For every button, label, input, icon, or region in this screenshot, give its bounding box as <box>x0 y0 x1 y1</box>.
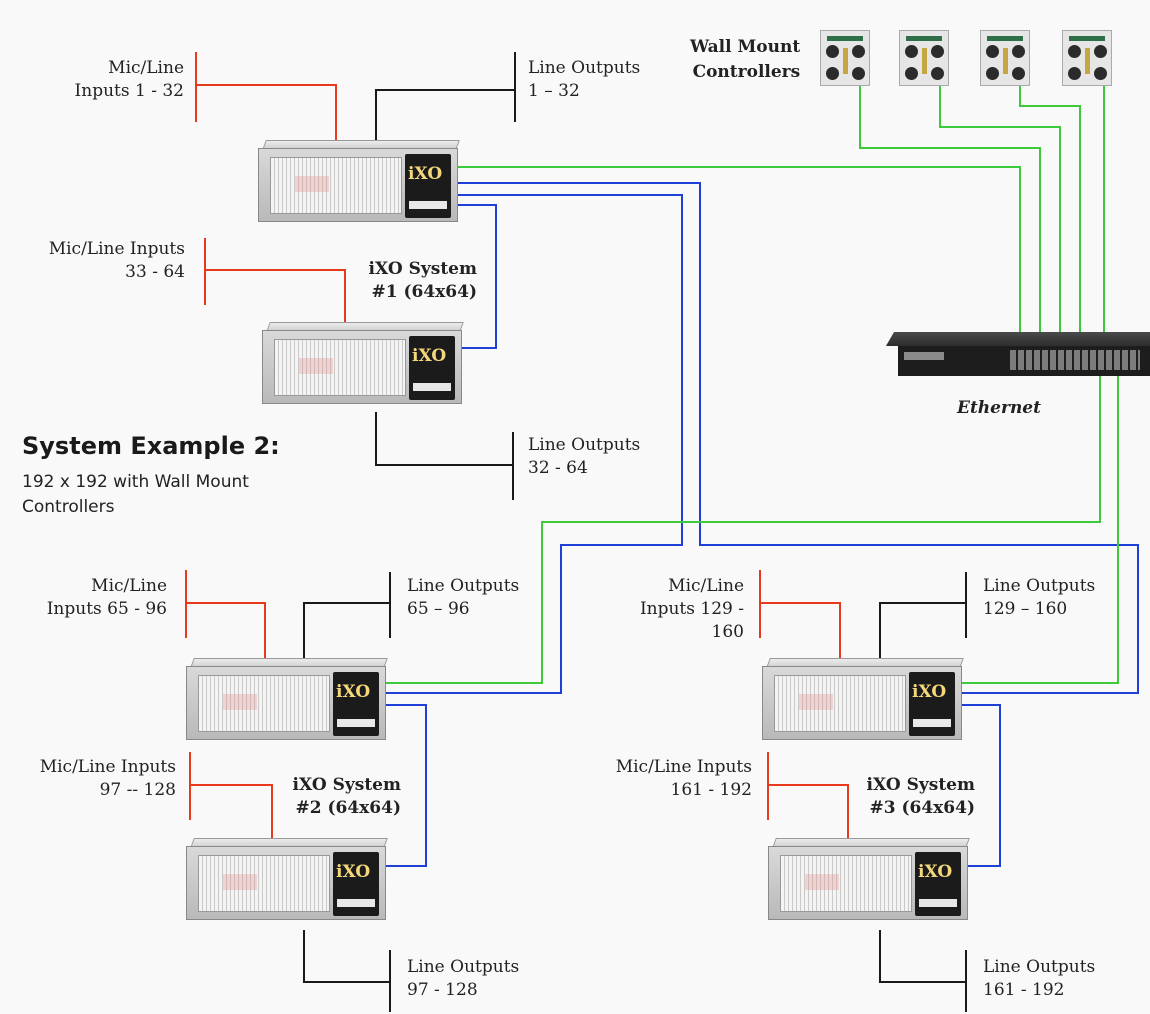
output-wire <box>303 602 390 660</box>
label-line: Inputs 65 - 96 <box>46 599 167 619</box>
sys1-inputs-a-label: Mic/Line Inputs 1 - 32 <box>75 57 184 103</box>
sys3-outputs-a-label: Line Outputs 129 – 160 <box>983 575 1095 621</box>
label-line: 129 – 160 <box>983 599 1068 619</box>
sys3-inputs-b-label: Mic/Line Inputs 161 - 192 <box>616 756 752 802</box>
sys3-outputs-b-label: Line Outputs 161 - 192 <box>983 956 1095 1002</box>
input-wire <box>190 784 273 842</box>
label-line: iXO System <box>292 775 401 795</box>
ixo-brand: iXO <box>412 346 447 366</box>
label-line: Line Outputs <box>407 957 520 977</box>
label-line: Line Outputs <box>983 957 1096 977</box>
label-line: 161 - 192 <box>670 780 752 800</box>
label-line: Line Outputs <box>528 435 641 455</box>
label-line: 97 - 128 <box>407 980 478 1000</box>
sys3-name-label: iXO System #3 (64x64) <box>867 774 975 820</box>
label-line: Mic/Line Inputs <box>615 757 752 777</box>
label-line: iXO System <box>866 775 975 795</box>
ixo-brand: iXO <box>336 862 371 882</box>
subtitle-line: Controllers <box>22 497 115 517</box>
label-line: 65 – 96 <box>407 599 470 619</box>
input-wire <box>196 84 337 145</box>
diagram-subtitle: 192 x 192 with Wall Mount Controllers <box>22 470 302 520</box>
sys2-outputs-a-label: Line Outputs 65 – 96 <box>407 575 519 621</box>
label-line: #3 (64x64) <box>869 798 975 818</box>
wall-controller <box>899 30 949 86</box>
ixo-unit: iXO <box>258 140 460 222</box>
ixo-brand: iXO <box>336 682 371 702</box>
ethernet-label: Ethernet <box>957 398 1041 418</box>
label-line: Mic/Line Inputs <box>39 757 176 777</box>
label-line: #1 (64x64) <box>371 282 477 302</box>
label-line: 97 -- 128 <box>99 780 176 800</box>
sys1-inputs-b-label: Mic/Line Inputs 33 - 64 <box>49 238 185 284</box>
ixo-brand: iXO <box>912 682 947 702</box>
wall-mount-label-line: Controllers <box>692 62 801 82</box>
ixo-unit: iXO <box>186 658 388 740</box>
ethernet-switch <box>885 332 1150 380</box>
sys3-inputs-a-label: Mic/Line Inputs 129 - 160 <box>640 575 744 637</box>
sys2-name-label: iXO System #2 (64x64) <box>293 774 401 820</box>
ixo-brand: iXO <box>408 164 443 184</box>
label-line: Line Outputs <box>983 576 1096 596</box>
label-line: iXO System <box>368 259 477 279</box>
link-wire <box>458 204 497 349</box>
ixo-unit: iXO <box>762 658 964 740</box>
label-line: Mic/Line <box>668 576 744 596</box>
network-wire <box>458 166 1021 338</box>
label-line: 32 - 64 <box>528 458 588 478</box>
subtitle-line: 192 x 192 with Wall Mount <box>22 472 249 492</box>
output-wire <box>375 89 515 145</box>
sys1-outputs-b-label: Line Outputs 32 - 64 <box>528 434 640 480</box>
label-line: 161 - 192 <box>983 980 1065 1000</box>
sys2-inputs-b-label: Mic/Line Inputs 97 -- 128 <box>40 756 176 802</box>
sys2-outputs-b-label: Line Outputs 97 - 128 <box>407 956 519 1002</box>
output-wire <box>375 412 513 466</box>
network-wire <box>939 86 1061 338</box>
network-wire <box>859 86 1041 338</box>
input-wire <box>760 602 841 660</box>
ixo-unit: iXO <box>186 838 388 920</box>
label-line: Mic/Line Inputs <box>48 239 185 259</box>
label-line: #2 (64x64) <box>295 798 401 818</box>
label-line: Inputs 129 - <box>639 599 744 619</box>
wall-mount-label: Wall Mount Controllers <box>690 35 800 85</box>
label-line: 1 – 32 <box>528 81 580 101</box>
network-wire <box>1019 86 1081 338</box>
label-line: Mic/Line <box>91 576 167 596</box>
ixo-unit: iXO <box>768 838 970 920</box>
link-wire <box>386 194 683 694</box>
input-wire <box>768 784 849 842</box>
diagram-title: System Example 2: <box>22 432 280 460</box>
output-wire <box>879 602 966 660</box>
sys1-outputs-a-label: Line Outputs 1 – 32 <box>528 57 640 103</box>
ixo-unit: iXO <box>262 322 464 404</box>
wall-controller <box>1062 30 1112 86</box>
output-wire <box>303 930 390 983</box>
sys2-inputs-a-label: Mic/Line Inputs 65 - 96 <box>47 575 167 621</box>
wall-controller <box>980 30 1030 86</box>
output-wire <box>879 930 966 983</box>
label-line: Line Outputs <box>407 576 520 596</box>
label-line: 33 - 64 <box>125 262 185 282</box>
wall-controller <box>820 30 870 86</box>
network-wire <box>962 374 1119 684</box>
label-line: Line Outputs <box>528 58 641 78</box>
input-wire <box>205 269 346 325</box>
link-wire <box>962 704 1001 867</box>
ixo-brand: iXO <box>918 862 953 882</box>
wall-mount-label-line: Wall Mount <box>690 37 801 57</box>
link-wire <box>458 182 1139 694</box>
network-wire <box>386 374 1101 684</box>
label-line: 160 <box>711 622 744 637</box>
link-wire <box>386 704 427 867</box>
input-wire <box>186 602 266 660</box>
label-line: Mic/Line <box>108 58 184 78</box>
sys1-name-label: iXO System #1 (64x64) <box>369 258 477 304</box>
label-line: Inputs 1 - 32 <box>74 81 184 101</box>
